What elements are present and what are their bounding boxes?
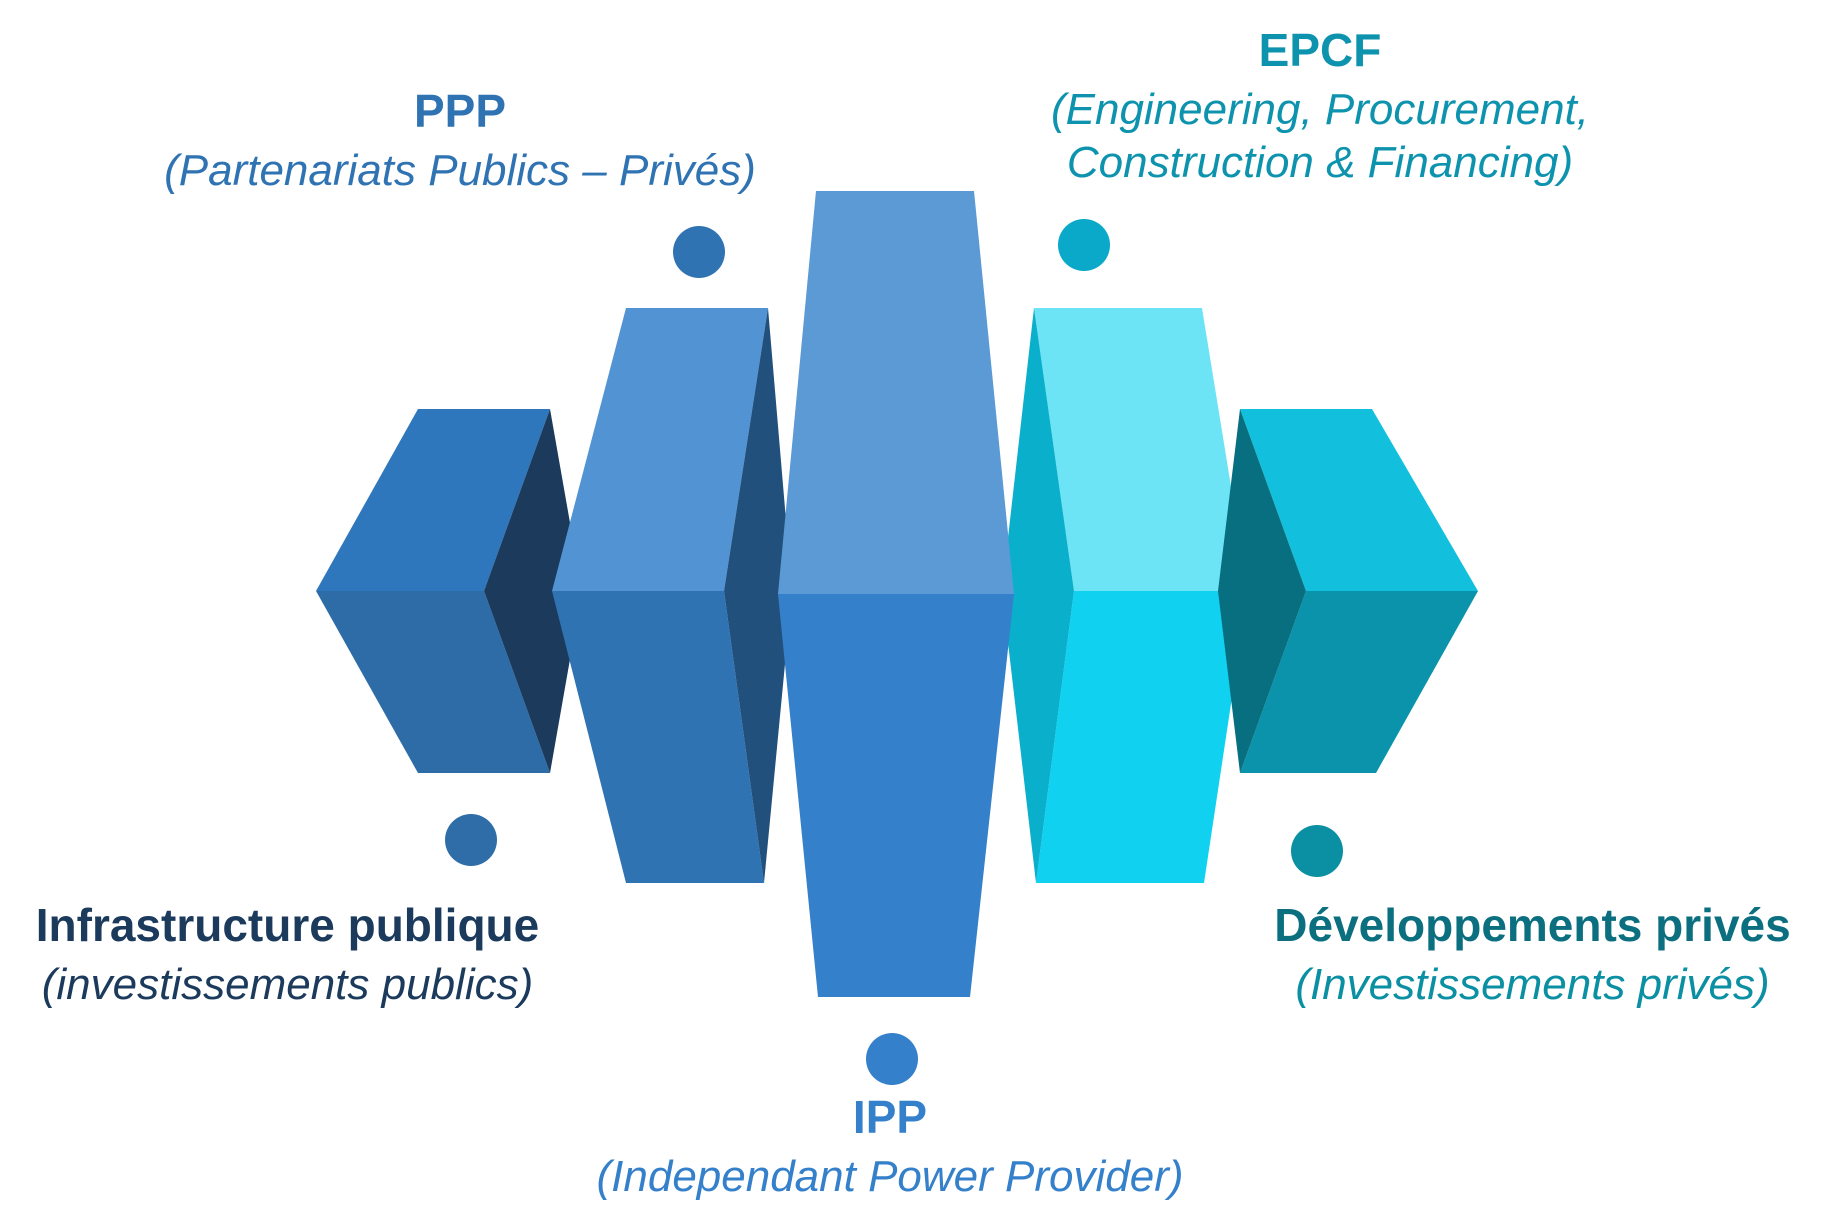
epcf-label: EPCF (Engineering, Procurement, Construc… [990,23,1650,190]
block-ipp [778,191,1014,997]
block-private [1218,409,1478,773]
ppp-subtitle: (Partenariats Publics – Privés) [164,146,756,196]
ppp-title: PPP [413,85,507,137]
private-subtitle: (Investissements privés) [1295,960,1770,1010]
private-title: Développements privés [1274,899,1791,951]
ppp-marker-dot [673,226,725,278]
ipp-subtitle: (Independant Power Provider) [596,1152,1184,1202]
epcf-subtitle-line1: (Engineering, Procurement, [1050,85,1590,135]
public-title: Infrastructure publique [35,899,540,951]
ipp-label: IPP (Independant Power Provider) [520,1090,1260,1204]
block-ppp [552,308,792,883]
ppp-label: PPP (Partenariats Publics – Privés) [140,84,780,198]
epcf-title: EPCF [1258,24,1382,76]
epcf-subtitle-line2: Construction & Financing) [1066,137,1574,187]
public-marker-dot [445,814,497,866]
public-subtitle: (investissements publics) [41,960,534,1010]
block-epcf [1002,308,1248,883]
block-public [316,409,582,773]
ipp-marker-dot [866,1033,918,1085]
public-label: Infrastructure publique (investissements… [10,898,565,1012]
ipp-title: IPP [852,1091,928,1143]
private-label: Développements privés (Investissements p… [1255,898,1810,1012]
private-marker-dot [1291,825,1343,877]
epcf-marker-dot [1058,219,1110,271]
